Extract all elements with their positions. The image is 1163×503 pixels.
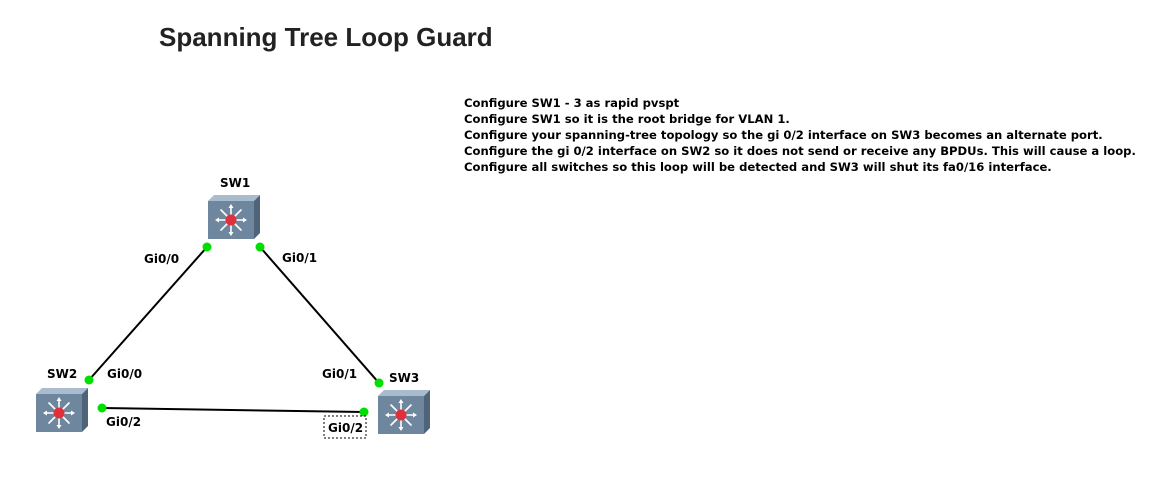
interface-label-sw2-gi0-2: Gi0/2 — [106, 415, 141, 429]
switch-sw1[interactable] — [207, 194, 261, 240]
port-dots — [84, 242, 384, 417]
interface-label-sw1-gi0-0: Gi0/0 — [144, 252, 179, 266]
switch-label-sw3: SW3 — [389, 371, 419, 385]
interface-label-sw3-gi0-2[interactable]: Gi0/2 — [328, 421, 363, 435]
instruction-line: Configure all switches so this loop will… — [464, 160, 1052, 174]
switch-sw2[interactable] — [35, 387, 89, 433]
port-dot[interactable] — [374, 378, 384, 388]
interface-label-sw1-gi0-1: Gi0/1 — [282, 251, 317, 265]
links — [88, 246, 380, 413]
multilayer-switch-icon — [207, 194, 261, 240]
instruction-line: Configure SW1 so it is the root bridge f… — [464, 112, 790, 126]
interface-label-sw2-gi0-0: Gi0/0 — [107, 367, 142, 381]
port-dot[interactable] — [97, 403, 107, 413]
port-dot[interactable] — [84, 375, 94, 385]
page-title: Spanning Tree Loop Guard — [159, 22, 493, 52]
multilayer-switch-icon — [377, 389, 431, 435]
instruction-list: Configure SW1 - 3 as rapid pvspt Configu… — [464, 95, 1136, 175]
instruction-line: Configure your spanning-tree topology so… — [464, 128, 1103, 142]
multilayer-switch-icon — [35, 387, 89, 433]
port-dot[interactable] — [359, 407, 369, 417]
switch-label-sw2: SW2 — [47, 367, 77, 381]
switch-sw3[interactable] — [377, 389, 431, 435]
port-dot[interactable] — [202, 242, 212, 252]
instruction-line: Configure SW1 - 3 as rapid pvspt — [464, 96, 680, 110]
switch-label-sw1: SW1 — [220, 176, 250, 190]
interface-label-sw3-gi0-1: Gi0/1 — [322, 367, 357, 381]
link-sw2-sw3[interactable] — [101, 407, 365, 413]
link-sw1-sw3[interactable] — [259, 246, 380, 384]
instruction-line: Configure the gi 0/2 interface on SW2 so… — [464, 144, 1136, 158]
selected-label-box — [323, 415, 367, 439]
link-sw1-sw2[interactable] — [88, 246, 208, 381]
port-dot[interactable] — [255, 242, 265, 252]
